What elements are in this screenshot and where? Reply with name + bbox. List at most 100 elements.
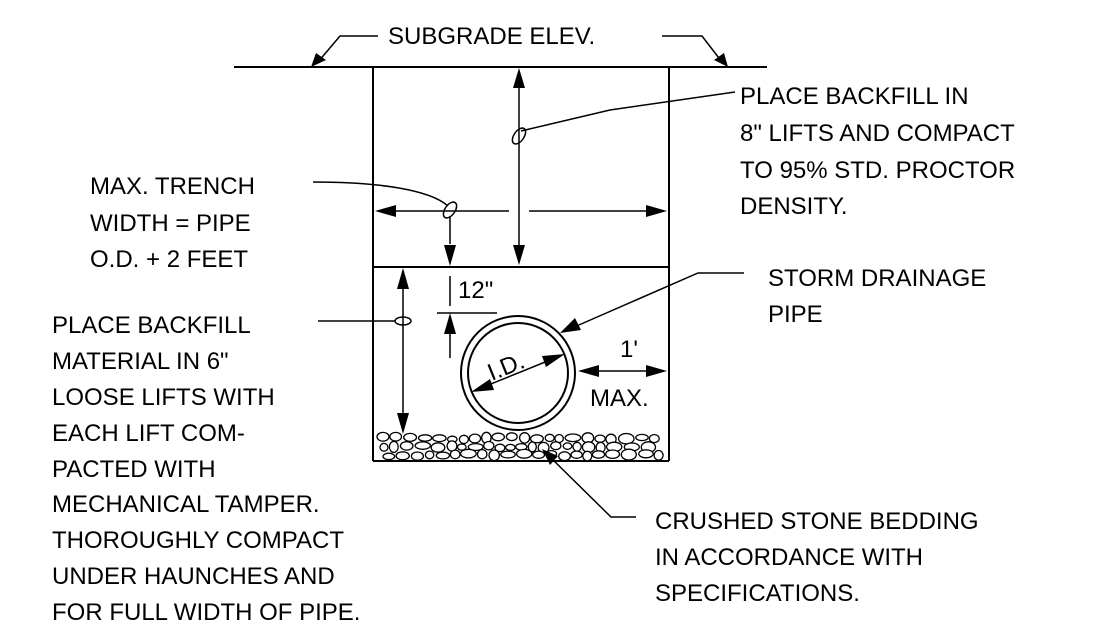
stone [410,451,425,461]
label-place-backfill-material-5: PACTED WITH [52,456,216,483]
stone [505,432,518,442]
stone [483,440,495,451]
stone [488,449,501,462]
stone [435,451,451,460]
label-place-backfill-material-4: EACH LIFT COM- [52,420,245,447]
stone [395,451,410,461]
pipe-outer [460,315,576,431]
label-place-backfill-lifts-1: PLACE BACKFILL IN [740,83,969,110]
label-place-backfill-material-1: PLACE BACKFILL [52,312,251,339]
leader-trench-width [312,181,449,207]
stone [500,450,516,459]
stone [432,434,447,443]
label-place-backfill-material-2: MATERIAL IN 6" [52,348,229,375]
stone [414,441,432,450]
stone [518,432,531,444]
stone [582,450,593,462]
stone [648,433,660,444]
stone [620,448,637,461]
label-crushed-stone-3: SPECIFICATIONS. [655,580,860,607]
leader-crushed-stone [549,456,636,518]
stone [449,449,461,460]
stone [617,432,635,445]
stone [564,433,582,443]
stone [635,433,649,442]
stone [591,450,606,459]
stone [562,442,573,450]
label-storm-pipe-1: STORM DRAINAGE [768,265,986,292]
dim-12-arrow-bottom [444,313,456,334]
label-place-backfill-material-6: MECHANICAL TAMPER. [52,491,320,518]
label-place-backfill-lifts-3: TO 95% STD. PROCTOR [740,157,1015,184]
width-arrow-left [375,205,396,217]
dim-12-arrow-top [444,245,456,266]
stone [594,434,606,443]
leader-upper-backfill [520,91,736,132]
stone [458,434,470,445]
label-dim-one-foot: 1' [620,336,638,363]
label-crushed-stone-2: IN ACCORDANCE WITH [655,544,923,571]
crushed-stone-arrow [542,449,558,465]
stone [638,449,654,459]
stone [532,450,546,459]
stone [379,442,389,452]
stone [476,448,488,460]
stone [382,452,396,461]
leader-ellipse-upper [511,127,527,145]
pipe-id-arrow-left [471,379,494,392]
stone [653,449,664,461]
subgrade-arrow-right [714,53,728,67]
label-crushed-stone-1: CRUSHED STONE BEDDING [655,508,979,535]
label-trench-width-1: MAX. TRENCH [90,173,255,200]
label-subgrade-elev: SUBGRADE ELEV. [388,23,595,50]
label-place-backfill-material-7: THOROUGHLY COMPACT [52,527,344,554]
stone [430,442,446,453]
stone [550,441,562,451]
stone [467,442,484,452]
pipe-inner [467,322,569,424]
label-place-backfill-lifts-4: DENSITY. [740,193,848,220]
stone [570,450,583,459]
stone [558,451,571,462]
stone [376,431,390,442]
subgrade-leader-right [662,35,723,63]
leader-storm-pipe [571,272,744,329]
subgrade-arrow-left [311,53,326,67]
stone [389,431,403,442]
dim-arrow-up [513,68,525,88]
stone [388,440,399,454]
lower-dim-arrow-up [397,268,409,289]
label-place-backfill-material-8: UNDER HAUNCHES AND [52,563,335,590]
stone [403,432,418,443]
stone [399,441,414,451]
stone [459,448,477,459]
stone [505,443,516,452]
stone [581,441,596,454]
stone [605,449,621,460]
label-trench-width-2: WIDTH = PIPE [90,210,251,237]
stone [424,450,435,460]
stone [529,434,544,444]
label-trench-width-3: O.D. + 2 FEET [90,246,248,273]
label-pipe-id: I.D. [484,348,529,387]
width-arrow-right [646,205,667,217]
stone [417,434,433,442]
pipe-id-arrow-right [542,354,565,367]
label-place-backfill-material-3: LOOSE LIFTS WITH [52,384,275,411]
stone [515,448,533,459]
storm-pipe-arrow [560,318,581,333]
leader-ellipse-width [442,201,458,219]
label-dim-12-inch: 12" [458,277,493,304]
stone [468,433,482,444]
label-storm-pipe-2: PIPE [768,301,823,328]
one-foot-arrow-right [646,365,667,377]
subgrade-leader-left [317,35,378,63]
one-foot-arrow-left [578,365,599,377]
lower-dim-arrow-down [397,413,409,434]
dim-arrow-down [513,245,525,265]
label-place-backfill-material-9: FOR FULL WIDTH OF PIPE. [52,599,360,626]
stone [572,441,582,452]
crushed-stone-bedding [376,431,664,462]
label-dim-max: MAX. [590,385,649,412]
